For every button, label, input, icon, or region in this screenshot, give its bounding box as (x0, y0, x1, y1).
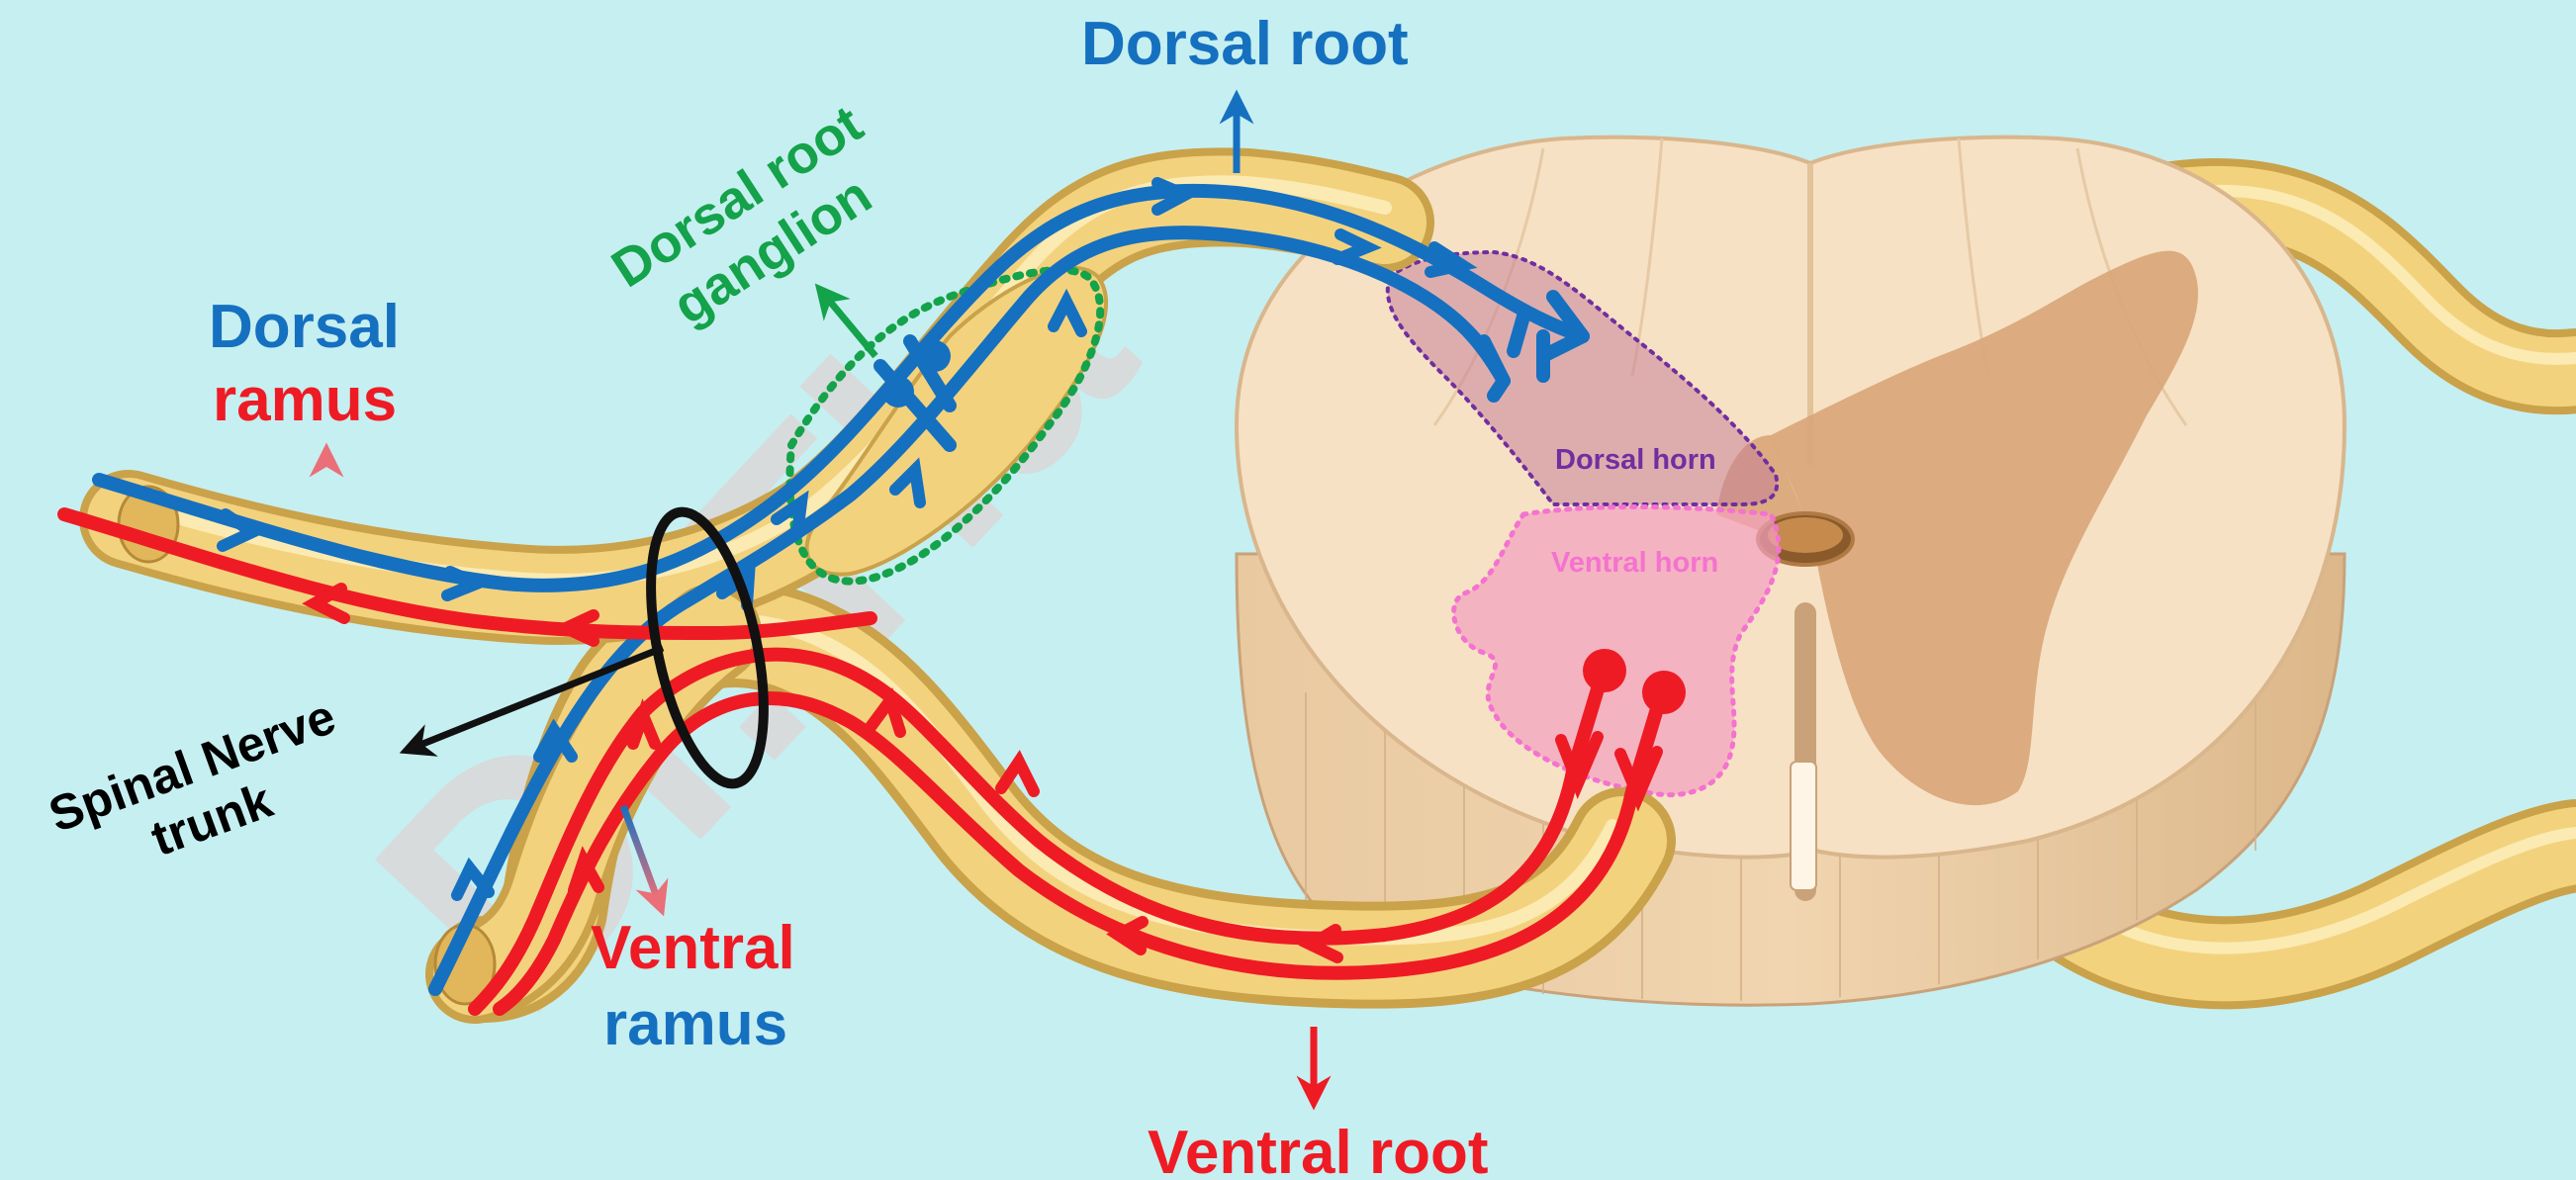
ventral-root-label: Ventral root (1148, 1123, 1489, 1180)
dorsal-ramus-label-line1: Dorsal (209, 297, 400, 358)
dorsal-root-label: Dorsal root (1081, 14, 1409, 75)
ventral-ramus-label-line2: ramus (603, 994, 787, 1055)
ventral-horn-label: Ventral horn (1551, 549, 1718, 578)
dorsal-horn-label: Dorsal horn (1555, 446, 1716, 475)
dorsal-ramus-label-line2: ramus (213, 370, 397, 431)
ventral-ramus-label-line1: Ventral (591, 918, 795, 979)
